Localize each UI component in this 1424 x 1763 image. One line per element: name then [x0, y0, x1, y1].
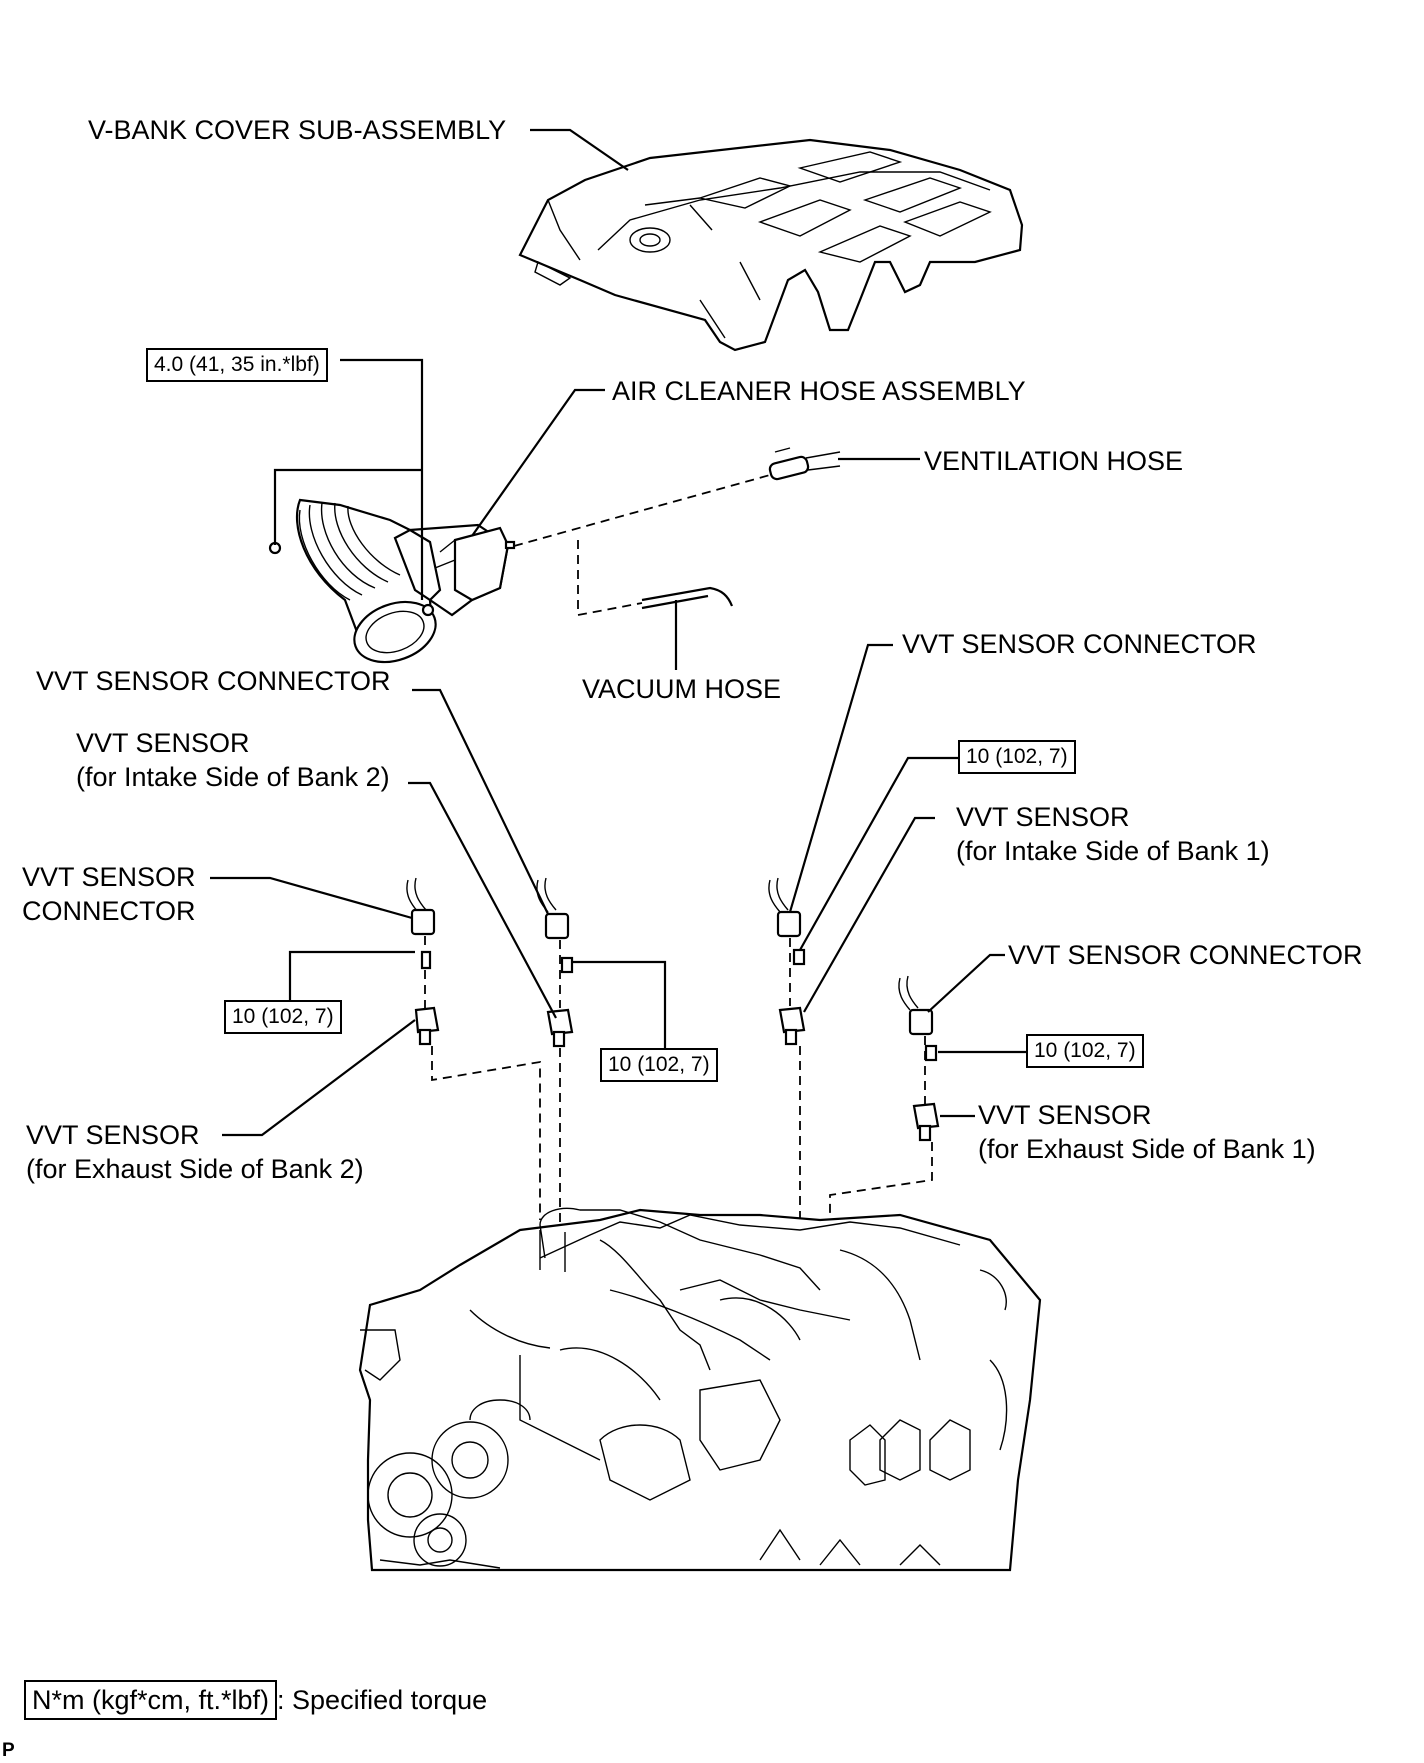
label-ventilation-hose: VENTILATION HOSE: [924, 446, 1184, 476]
label-vvt-sensor-exhaust-bank1-line1: VVT SENSOR: [978, 1100, 1152, 1130]
label-vvt-sensor-exhaust-bank2-line2: (for Exhaust Side of Bank 2): [26, 1154, 364, 1184]
label-vvt-sensor-intake-bank2-line1: VVT SENSOR: [76, 728, 250, 758]
legend-text: : Specified torque: [277, 1685, 488, 1715]
legend-unit-box: N*m (kgf*cm, ft.*lbf): [24, 1680, 278, 1720]
label-vvt-sensor-exhaust-bank1-line2: (for Exhaust Side of Bank 1): [978, 1134, 1316, 1164]
label-vvt-connector-bank2-exhaust-line2: CONNECTOR: [22, 896, 196, 926]
air-cleaner-hose-drawing: [268, 498, 516, 664]
vvt-exhaust-bank1-drawing: [898, 975, 940, 1142]
label-vvt-sensor-intake-bank1-line2: (for Intake Side of Bank 1): [956, 836, 1270, 866]
label-vvt-sensor-intake-bank1-line1: VVT SENSOR: [956, 802, 1130, 832]
label-vvt-connector-bank1-intake: VVT SENSOR CONNECTOR: [902, 629, 1257, 659]
vvt-intake-bank2-drawing: [536, 877, 574, 1048]
label-vvt-sensor-exhaust-bank2-line1: VVT SENSOR: [26, 1120, 200, 1150]
vvt-intake-bank1-drawing: [768, 877, 806, 1046]
vacuum-hose-drawing: [641, 586, 734, 610]
v-bank-cover-drawing: [518, 138, 1024, 352]
label-vacuum-hose: VACUUM HOSE: [582, 674, 782, 704]
label-air-cleaner-hose: AIR CLEANER HOSE ASSEMBLY: [612, 376, 1026, 406]
torque-box-exhaust-bank2: 10 (102, 7): [224, 1000, 342, 1034]
torque-box-intake-bank1: 10 (102, 7): [958, 740, 1076, 774]
label-v-bank-cover: V-BANK COVER SUB-ASSEMBLY: [88, 115, 507, 145]
engine-drawing: [358, 1207, 1042, 1572]
label-vvt-sensor-intake-bank2-line2: (for Intake Side of Bank 2): [76, 762, 390, 792]
torque-box-air-cleaner: 4.0 (41, 35 in.*lbf): [146, 348, 328, 382]
torque-box-intake-bank2: 10 (102, 7): [600, 1048, 718, 1082]
label-vvt-connector-bank2-intake: VVT SENSOR CONNECTOR: [36, 666, 391, 696]
vvt-exhaust-bank2-drawing: [406, 877, 440, 1046]
label-vvt-connector-bank1-exhaust: VVT SENSOR CONNECTOR: [1008, 940, 1363, 970]
torque-box-exhaust-bank1: 10 (102, 7): [1026, 1034, 1144, 1068]
figure-id: P: [2, 1740, 15, 1761]
ventilation-hose-drawing: [768, 447, 841, 481]
torque-legend: N*m (kgf*cm, ft.*lbf): Specified torque: [24, 1680, 487, 1720]
label-vvt-connector-bank2-exhaust-line1: VVT SENSOR: [22, 862, 196, 892]
